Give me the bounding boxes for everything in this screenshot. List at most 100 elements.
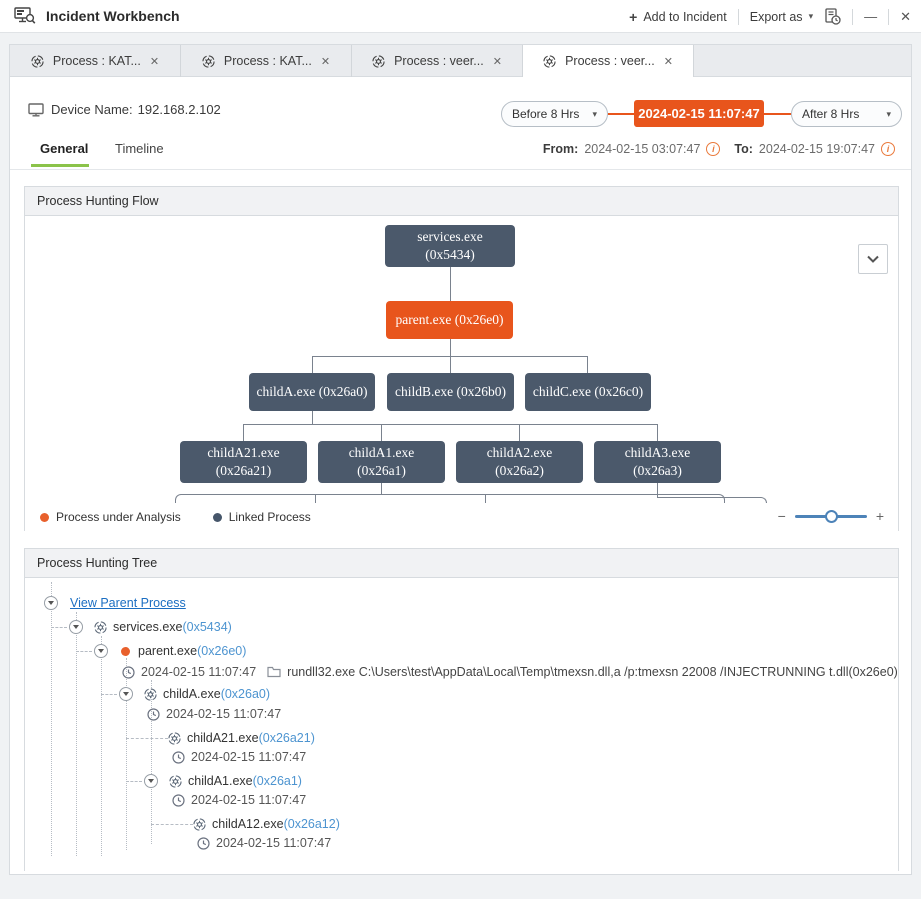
clock-icon bbox=[122, 665, 135, 679]
flow-connector bbox=[657, 497, 767, 504]
tab-close-icon[interactable]: ✕ bbox=[149, 55, 160, 68]
flow-node-childA2[interactable]: childA2.exe (0x26a2) bbox=[456, 441, 583, 483]
flow-chart-canvas[interactable]: services.exe (0x5434) parent.exe (0x26e0… bbox=[25, 216, 898, 531]
zoom-slider-handle[interactable] bbox=[824, 509, 838, 523]
zoom-in-button[interactable]: + bbox=[875, 508, 884, 524]
flow-node-services[interactable]: services.exe (0x5434) bbox=[385, 225, 515, 267]
add-to-incident-button[interactable]: + Add to Incident bbox=[629, 9, 727, 25]
flow-node-childC[interactable]: childC.exe (0x26c0) bbox=[525, 373, 651, 411]
minimize-button[interactable]: — bbox=[864, 9, 878, 24]
flow-connector bbox=[450, 267, 451, 301]
process-name[interactable]: childA1.exe bbox=[188, 774, 253, 788]
expand-toggle-icon[interactable] bbox=[94, 644, 108, 658]
expand-toggle-icon[interactable] bbox=[44, 596, 58, 610]
tree-branch-dash bbox=[126, 737, 168, 739]
export-as-button[interactable]: Export as ▾ bbox=[750, 10, 813, 24]
flow-panel-title: Process Hunting Flow bbox=[37, 194, 159, 208]
tab-close-icon[interactable]: ✕ bbox=[492, 55, 502, 68]
close-button[interactable]: ✕ bbox=[900, 8, 911, 24]
flow-node-childA21[interactable]: childA21.exe (0x26a21) bbox=[180, 441, 307, 483]
tree-guide-line bbox=[51, 582, 52, 856]
tab-label: Process : KAT... bbox=[223, 54, 312, 68]
expand-toggle-icon[interactable] bbox=[69, 620, 83, 634]
process-pid[interactable]: (0x26e0) bbox=[197, 644, 247, 658]
tab-process-1[interactable]: Process : KAT... ✕ bbox=[10, 45, 181, 77]
plus-icon: + bbox=[629, 8, 638, 25]
flow-node-childB[interactable]: childB.exe (0x26b0) bbox=[387, 373, 514, 411]
zoom-slider-track[interactable] bbox=[794, 509, 867, 523]
process-icon bbox=[372, 54, 385, 68]
view-parent-process-link[interactable]: View Parent Process bbox=[70, 596, 186, 610]
expand-toggle-icon[interactable] bbox=[119, 687, 133, 701]
process-name[interactable]: childA12.exe bbox=[212, 817, 284, 831]
collapse-flow-button[interactable] bbox=[858, 244, 888, 274]
process-pid[interactable]: (0x5434) bbox=[182, 620, 232, 634]
divider bbox=[888, 8, 890, 25]
document-clock-icon bbox=[825, 8, 841, 25]
tree-row-childA12-event: 2024-02-15 11:07:47 bbox=[197, 833, 331, 853]
flow-node-childA1[interactable]: childA1.exe (0x26a1) bbox=[318, 441, 445, 483]
process-pid[interactable]: (0x26a12) bbox=[283, 817, 340, 831]
after-hours-value: After 8 Hrs bbox=[802, 107, 860, 121]
info-icon[interactable]: i bbox=[881, 142, 895, 156]
device-name-line: Device Name: 192.168.2.102 bbox=[28, 102, 221, 117]
flow-node-childA3[interactable]: childA3.exe (0x26a3) bbox=[594, 441, 721, 483]
report-history-button[interactable] bbox=[824, 8, 841, 25]
pivot-time-chip[interactable]: 2024-02-15 11:07:47 bbox=[634, 100, 764, 127]
zoom-out-button[interactable]: − bbox=[777, 508, 786, 524]
before-hours-select[interactable]: Before 8 Hrs ▾ bbox=[501, 101, 608, 127]
process-name[interactable]: childA21.exe bbox=[187, 731, 259, 745]
flow-connector bbox=[381, 483, 382, 494]
event-time: 2024-02-15 11:07:47 bbox=[191, 750, 307, 764]
incident-workbench-icon bbox=[14, 7, 36, 24]
clock-icon bbox=[172, 750, 185, 764]
process-tabstrip: Process : KAT... ✕ Process : KAT... ✕ Pr… bbox=[10, 45, 911, 77]
event-time: 2024-02-15 11:07:47 bbox=[141, 665, 257, 679]
flow-panel-header: Process Hunting Flow bbox=[25, 187, 898, 216]
tree-row-childA1-event: 2024-02-15 11:07:47 bbox=[172, 790, 306, 810]
tab-process-3[interactable]: Process : veer... ✕ bbox=[352, 45, 523, 77]
process-name[interactable]: services.exe bbox=[113, 620, 183, 634]
tab-close-icon[interactable]: ✕ bbox=[320, 55, 331, 68]
info-icon[interactable]: i bbox=[706, 142, 721, 156]
page-title: Incident Workbench bbox=[46, 8, 180, 24]
node-label: services.exe bbox=[417, 229, 483, 245]
tab-general[interactable]: General bbox=[40, 141, 89, 156]
tab-close-icon[interactable]: ✕ bbox=[663, 55, 673, 68]
before-hours-value: Before 8 Hrs bbox=[512, 107, 580, 121]
node-label: (0x26a3) bbox=[633, 463, 682, 478]
process-pid[interactable]: (0x26a0) bbox=[220, 687, 271, 701]
node-label: childA21.exe bbox=[207, 445, 280, 461]
tree-branch-dash bbox=[51, 626, 67, 628]
tab-process-4-active[interactable]: Process : veer... ✕ bbox=[523, 45, 694, 77]
window-header: Incident Workbench + Add to Incident Exp… bbox=[0, 0, 921, 33]
flow-node-childA[interactable]: childA.exe (0x26a0) bbox=[249, 373, 375, 411]
process-name[interactable]: parent.exe bbox=[138, 644, 198, 658]
node-label: childB.exe (0x26b0) bbox=[395, 384, 506, 400]
tree-row-childA21: childA21.exe (0x26a21) bbox=[126, 728, 315, 748]
process-command-line: rundll32.exe C:\Users\test\AppData\Local… bbox=[287, 665, 898, 679]
process-pid[interactable]: (0x26a21) bbox=[258, 731, 315, 745]
process-gear-icon bbox=[144, 687, 157, 701]
flow-connector bbox=[587, 356, 588, 373]
time-range-line: From: 2024-02-15 03:07:47 i To: 2024-02-… bbox=[543, 142, 895, 156]
node-label: (0x26a21) bbox=[215, 463, 272, 478]
process-name[interactable]: childA.exe bbox=[163, 687, 221, 701]
process-gear-icon bbox=[169, 774, 182, 788]
flow-node-parent[interactable]: parent.exe (0x26e0) bbox=[386, 301, 513, 339]
process-gear-icon bbox=[193, 817, 206, 831]
divider bbox=[852, 8, 854, 25]
process-icon bbox=[543, 54, 556, 68]
flow-connector bbox=[312, 411, 313, 424]
tab-timeline[interactable]: Timeline bbox=[115, 141, 164, 156]
node-label: (0x26a1) bbox=[357, 463, 406, 478]
process-pid[interactable]: (0x26a1) bbox=[252, 774, 302, 788]
tab-process-2[interactable]: Process : KAT... ✕ bbox=[181, 45, 352, 77]
tree-branch-dash bbox=[151, 823, 193, 825]
legend-process-under-analysis: Process under Analysis bbox=[40, 510, 181, 524]
tree-panel-title: Process Hunting Tree bbox=[37, 556, 158, 570]
tree-row-parent: parent.exe (0x26e0) bbox=[76, 641, 246, 661]
add-to-incident-label: Add to Incident bbox=[643, 9, 727, 24]
expand-toggle-icon[interactable] bbox=[144, 774, 158, 788]
after-hours-select[interactable]: After 8 Hrs ▾ bbox=[791, 101, 902, 127]
